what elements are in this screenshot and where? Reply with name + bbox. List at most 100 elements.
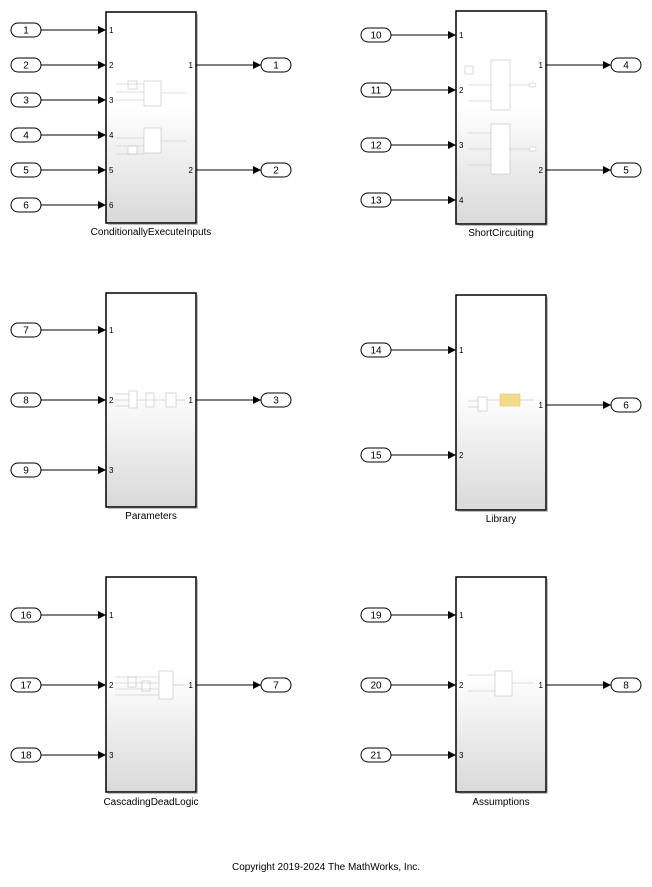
outport-2-shape[interactable]	[260, 162, 292, 178]
subsystem-preview-thumbnail	[116, 80, 186, 155]
outport-8[interactable]: 8	[610, 677, 642, 693]
inport-20-number: 20	[370, 681, 382, 692]
outport-4-number: 4	[623, 61, 629, 72]
inport-13[interactable]: 13	[360, 192, 392, 208]
inport-14[interactable]: 14	[360, 342, 392, 358]
inport-9[interactable]: 9	[10, 462, 42, 478]
outport-5[interactable]: 5	[610, 162, 642, 178]
subsystem-body[interactable]	[455, 10, 547, 225]
inport-21[interactable]: 21	[360, 747, 392, 763]
subsystem-preview-thumbnail	[464, 59, 537, 175]
input-pin-number: 2	[459, 681, 464, 690]
outport-2[interactable]: 2	[260, 162, 292, 178]
input-pin-number: 3	[109, 466, 114, 475]
inport-9-number: 9	[23, 466, 29, 477]
input-pin-number: 1	[109, 611, 114, 620]
outport-8-number: 8	[623, 681, 629, 692]
subsystem-preview-thumbnail	[115, 670, 186, 700]
inport-4[interactable]: 4	[10, 127, 42, 143]
outport-3-shape[interactable]	[260, 392, 292, 408]
inport-11[interactable]: 11	[360, 82, 392, 98]
inport-8[interactable]: 8	[10, 392, 42, 408]
inport-5[interactable]: 5	[10, 162, 42, 178]
subsystem-name-label: Library	[486, 514, 517, 525]
subsystem-name-label: Assumptions	[472, 797, 529, 808]
outport-7-shape[interactable]	[260, 677, 292, 693]
subsystem-preview-thumbnail	[468, 670, 534, 697]
inport-13-number: 13	[370, 196, 382, 207]
inport-17-number: 17	[20, 681, 32, 692]
outport-3[interactable]: 3	[260, 392, 292, 408]
input-pin-number: 1	[459, 31, 464, 40]
outport-5-shape[interactable]	[610, 162, 642, 178]
input-pin-number: 4	[459, 196, 464, 205]
subsystem-preview-thumbnail	[468, 393, 534, 412]
inport-16-number: 16	[20, 611, 32, 622]
inport-14-number: 14	[370, 346, 382, 357]
inport-20[interactable]: 20	[360, 677, 392, 693]
input-pin-number: 5	[109, 166, 114, 175]
input-pin-number: 6	[109, 201, 114, 210]
inport-18-number: 18	[20, 751, 32, 762]
outport-2-number: 2	[273, 166, 279, 177]
outport-7[interactable]: 7	[260, 677, 292, 693]
input-pin-number: 1	[459, 346, 464, 355]
inport-17[interactable]: 17	[10, 677, 42, 693]
outport-5-number: 5	[623, 166, 629, 177]
inport-15[interactable]: 15	[360, 447, 392, 463]
subsystem-name-label: CascadingDeadLogic	[103, 797, 198, 808]
outport-1[interactable]: 1	[260, 57, 292, 73]
outport-6-shape[interactable]	[610, 397, 642, 413]
input-pin-number: 4	[109, 131, 114, 140]
outport-6-number: 6	[623, 401, 629, 412]
subsystem-preview-thumbnail	[115, 390, 186, 409]
inport-19[interactable]: 19	[360, 607, 392, 623]
inport-6[interactable]: 6	[10, 197, 42, 213]
subsystem-name-label: ShortCircuiting	[468, 228, 534, 239]
output-pin-number: 1	[189, 681, 194, 690]
inport-2[interactable]: 2	[10, 57, 42, 73]
subsystem-name-label: ConditionallyExecuteInputs	[91, 227, 212, 238]
subsystem-name-label: Parameters	[125, 511, 177, 522]
output-pin-number: 2	[189, 166, 194, 175]
inport-8-number: 8	[23, 396, 29, 407]
outport-1-shape[interactable]	[260, 57, 292, 73]
inport-10[interactable]: 10	[360, 27, 392, 43]
inport-7-number: 7	[23, 326, 29, 337]
output-pin-number: 2	[539, 166, 544, 175]
inport-2-number: 2	[23, 61, 29, 72]
inport-1-number: 1	[23, 26, 29, 37]
outport-6[interactable]: 6	[610, 397, 642, 413]
outport-8-shape[interactable]	[610, 677, 642, 693]
outport-7-number: 7	[273, 681, 279, 692]
inport-12[interactable]: 12	[360, 137, 392, 153]
inport-6-number: 6	[23, 201, 29, 212]
input-pin-number: 3	[109, 751, 114, 760]
input-pin-number: 1	[109, 26, 114, 35]
subsystem-body[interactable]	[105, 11, 197, 224]
inport-12-number: 12	[370, 141, 382, 152]
inport-5-number: 5	[23, 166, 29, 177]
subsystem-body[interactable]	[105, 576, 197, 793]
input-pin-number: 2	[459, 86, 464, 95]
output-pin-number: 1	[189, 61, 194, 70]
copyright-notice: Copyright 2019-2024 The MathWorks, Inc.	[231, 862, 421, 873]
inport-16[interactable]: 16	[10, 607, 42, 623]
outport-4[interactable]: 4	[610, 57, 642, 73]
inport-15-number: 15	[370, 451, 382, 462]
outport-1-number: 1	[273, 61, 279, 72]
outport-4-shape[interactable]	[610, 57, 642, 73]
inport-1[interactable]: 1	[10, 22, 42, 38]
inport-7[interactable]: 7	[10, 322, 42, 338]
input-pin-number: 3	[459, 751, 464, 760]
input-pin-number: 2	[109, 61, 114, 70]
inport-3[interactable]: 3	[10, 92, 42, 108]
inport-18[interactable]: 18	[10, 747, 42, 763]
